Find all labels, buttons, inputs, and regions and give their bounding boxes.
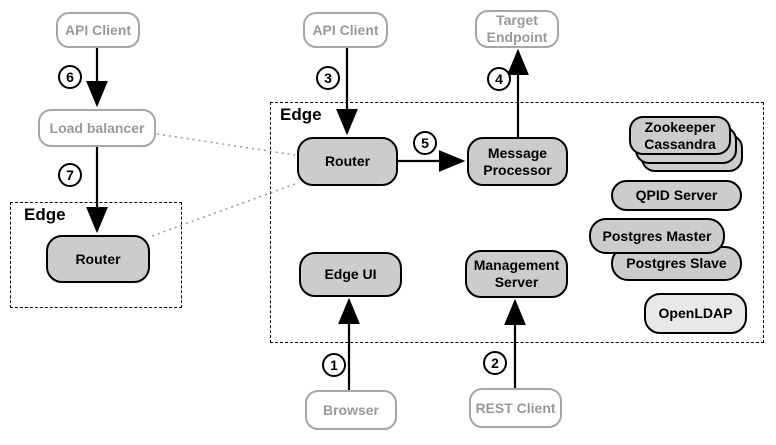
edge-region-small-label: Edge [24, 205, 66, 224]
api-client-mid-node: API Client [303, 12, 388, 48]
step-badge-4: 4 [487, 67, 511, 91]
qpid-server-node: QPID Server [611, 180, 742, 211]
browser-node: Browser [305, 390, 397, 430]
rest-client-node: REST Client [469, 388, 562, 428]
step-badge-5: 5 [413, 131, 437, 155]
postgres-master-node: Postgres Master [589, 218, 725, 254]
router-small-node: Router [46, 235, 150, 283]
management-server-node: Management Server [465, 250, 568, 298]
edge-ui-node: Edge UI [299, 252, 402, 297]
api-client-left-node: API Client [56, 12, 140, 48]
zookeeper-cassandra-node: Zookeeper Cassandra [629, 116, 731, 155]
message-processor-node: Message Processor [467, 137, 568, 186]
edge-region-main-label: Edge [280, 105, 322, 124]
target-endpoint-node: Target Endpoint [475, 10, 559, 48]
router-main-node: Router [297, 137, 398, 186]
step-badge-1: 1 [322, 353, 346, 377]
step-badge-6: 6 [58, 65, 82, 89]
step-badge-2: 2 [483, 351, 507, 375]
step-badge-7: 7 [58, 163, 82, 187]
step-badge-3: 3 [316, 66, 340, 90]
openldap-node: OpenLDAP [644, 293, 747, 334]
load-balancer-node: Load balancer [38, 109, 156, 147]
